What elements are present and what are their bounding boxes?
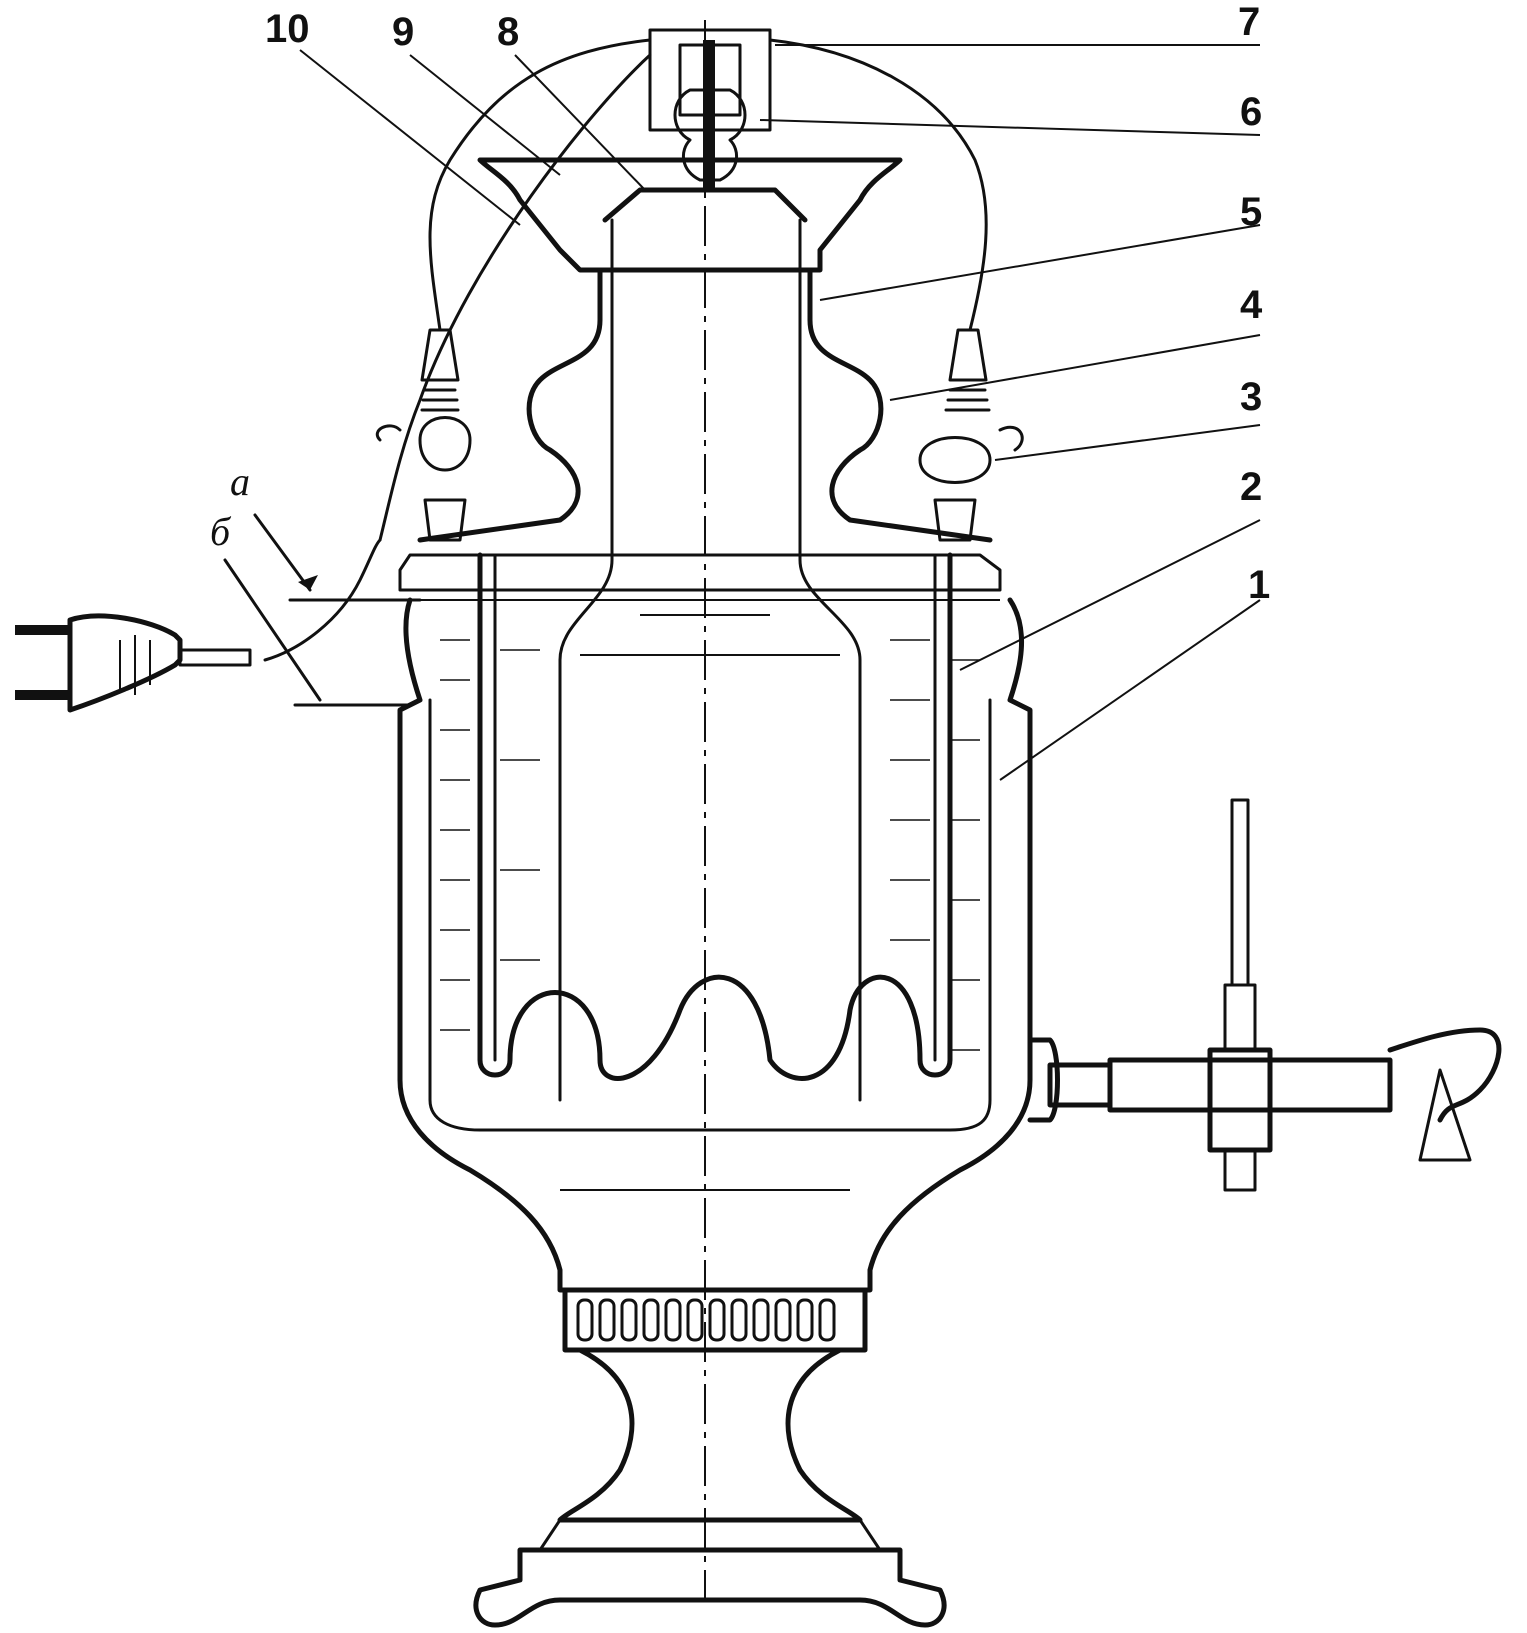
level-a-label: а: [230, 459, 250, 504]
callout-5: 5: [1240, 190, 1262, 234]
lid-neck: [417, 267, 993, 543]
heating-element-inner: [493, 553, 937, 1062]
callout-9: 9: [392, 10, 414, 54]
base: [473, 1287, 947, 1628]
terminal-left: [376, 328, 472, 542]
wire-to-plug: [378, 53, 652, 542]
tap: [1027, 798, 1502, 1192]
wire-loop-left: [428, 38, 652, 332]
level-b-label: б: [210, 509, 232, 554]
callout-leaders: [299, 44, 1261, 781]
callout-6: 6: [1240, 90, 1262, 134]
callout-1: 1: [1248, 563, 1270, 607]
body-shoulder: [398, 553, 1002, 592]
heating-element: [477, 552, 953, 1081]
top-knob: [648, 28, 772, 190]
callout-3: 3: [1240, 375, 1262, 419]
terminal-right: [918, 328, 1024, 542]
level-a-arrow: [298, 575, 318, 590]
lid-upper: [477, 157, 903, 273]
callout-7: 7: [1238, 0, 1260, 44]
plug: [15, 538, 382, 713]
callout-4: 4: [1240, 283, 1263, 327]
callout-2: 2: [1240, 465, 1262, 509]
wire-loop-right: [768, 38, 988, 332]
inner-vessel: [428, 698, 992, 1132]
chimney-tube: [558, 218, 862, 1102]
level-b-leader: [223, 558, 322, 702]
callout-8: 8: [497, 10, 519, 54]
level-a-leader: [253, 513, 312, 592]
callout-10: 10: [265, 7, 310, 51]
water-hatching: [440, 639, 980, 1051]
